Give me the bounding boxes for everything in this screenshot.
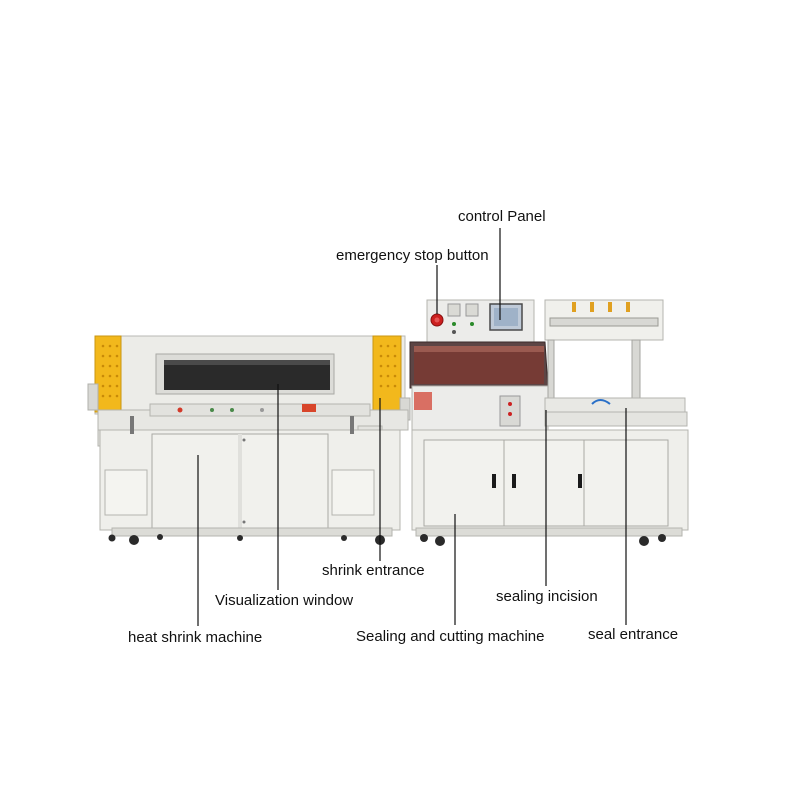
label-heat-shrink-machine: heat shrink machine: [128, 629, 263, 646]
yellow-vent-panel-right: [372, 335, 402, 413]
label-sealing-incision: sealing incision: [496, 588, 598, 605]
yellow-vent-panel-left: [94, 335, 122, 413]
heat-shrink-machine: [87, 335, 411, 545]
label-seal-entrance: seal entrance: [588, 626, 679, 643]
label-control-panel: control Panel: [458, 208, 546, 225]
sealing-hood-window: [414, 346, 544, 384]
label-shrink-entrance: shrink entrance: [322, 562, 425, 579]
label-emergency-stop-button: emergency stop button: [336, 247, 489, 264]
label-sealing-and-cutting-machine: Sealing and cutting machine: [356, 628, 545, 645]
label-visualization-window: Visualization window: [215, 592, 354, 609]
sealing-and-cutting-machine: [409, 299, 689, 546]
